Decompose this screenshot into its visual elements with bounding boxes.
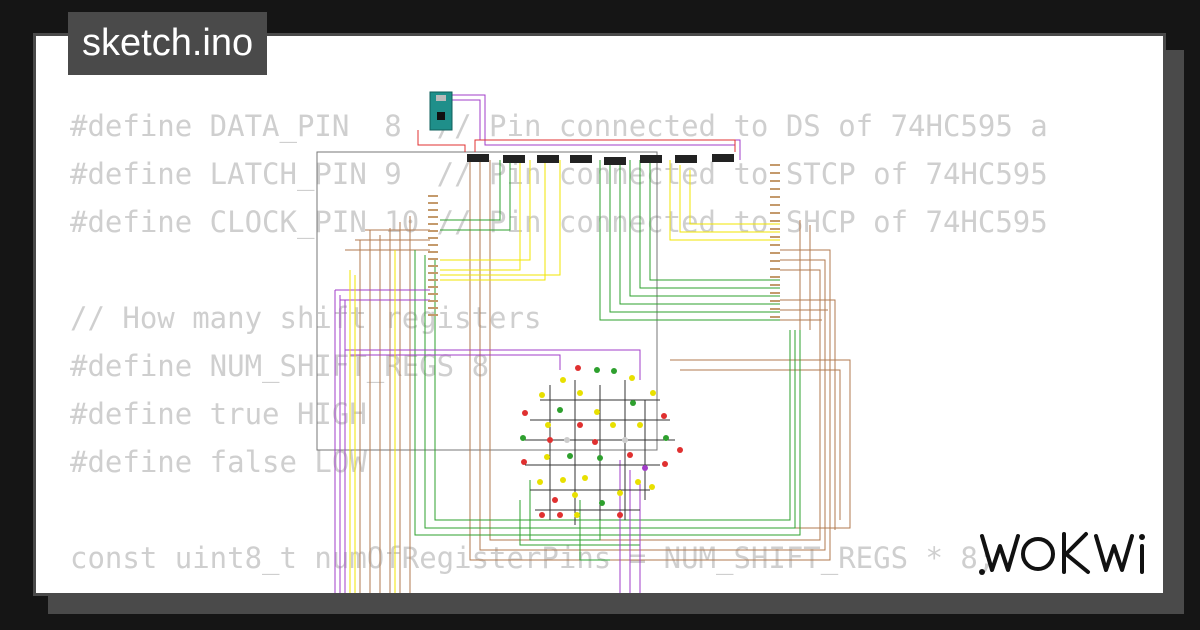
shift-register-chip <box>640 155 662 163</box>
code-background: #define DATA_PIN 8 // Pin connected to D… <box>70 102 1048 582</box>
shift-register-chip <box>570 155 592 163</box>
code-line-7: #define true HIGH <box>70 397 367 431</box>
code-line-8: #define false LOW <box>70 445 367 479</box>
resistor-array-right <box>770 164 780 318</box>
shift-register-chip <box>604 157 626 165</box>
code-line-6: #define NUM_SHIFT_REGS 8 <box>70 349 490 383</box>
led-grid <box>520 365 683 518</box>
code-line-1: #define DATA_PIN 8 // Pin connected to D… <box>70 109 1048 143</box>
shift-register-chip <box>675 155 697 163</box>
brown-wires <box>345 160 851 593</box>
wokwi-logo <box>979 532 1145 575</box>
resistor-array-left <box>428 195 438 316</box>
shift-register-chip <box>503 155 525 163</box>
arduino-nano-board <box>429 91 453 131</box>
code-line-2: #define LATCH_PIN 9 // Pin connected to … <box>70 157 1048 191</box>
code-line-10: const uint8_t numOfRegisterPins = NUM_SH… <box>70 541 996 575</box>
file-name-tab[interactable]: sketch.ino <box>68 12 268 75</box>
purple-wires <box>334 94 741 593</box>
shift-register-chip <box>467 154 489 162</box>
shift-register-chip <box>712 154 734 162</box>
power-wire <box>417 130 466 152</box>
shift-register-chip <box>537 155 559 163</box>
yellow-wires <box>349 160 780 593</box>
breadboard-outline <box>316 151 658 451</box>
shift-registers <box>467 154 734 165</box>
